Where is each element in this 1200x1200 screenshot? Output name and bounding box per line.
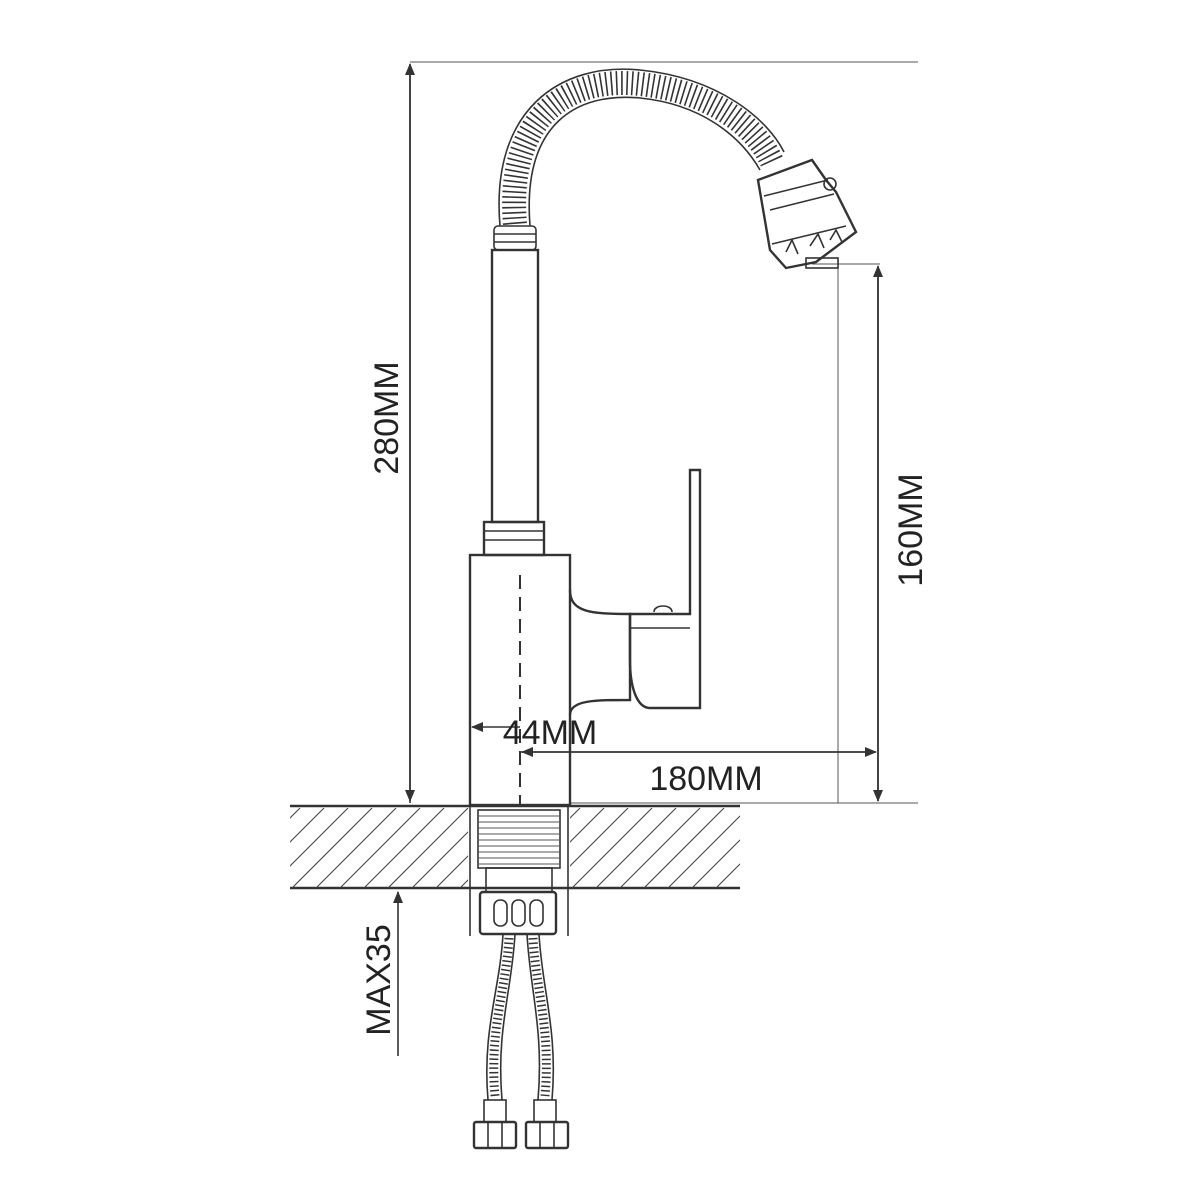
label-44mm: 44MM <box>503 714 597 752</box>
threaded-shank <box>469 806 569 936</box>
spout-tube <box>482 225 546 557</box>
spray-head <box>756 158 858 270</box>
countertop-section <box>290 804 740 890</box>
faucet-body <box>468 468 702 807</box>
supply-hoses <box>472 933 570 1150</box>
label-180mm: 180MM <box>649 760 762 798</box>
hatch-left <box>290 808 468 888</box>
hatch-right <box>570 808 740 888</box>
label-max35: MAX35 <box>360 924 398 1036</box>
label-280mm: 280MM <box>368 361 406 474</box>
label-160mm: 160MM <box>892 473 930 586</box>
flexible-gooseneck <box>498 68 785 227</box>
extension-lines <box>410 61 918 804</box>
